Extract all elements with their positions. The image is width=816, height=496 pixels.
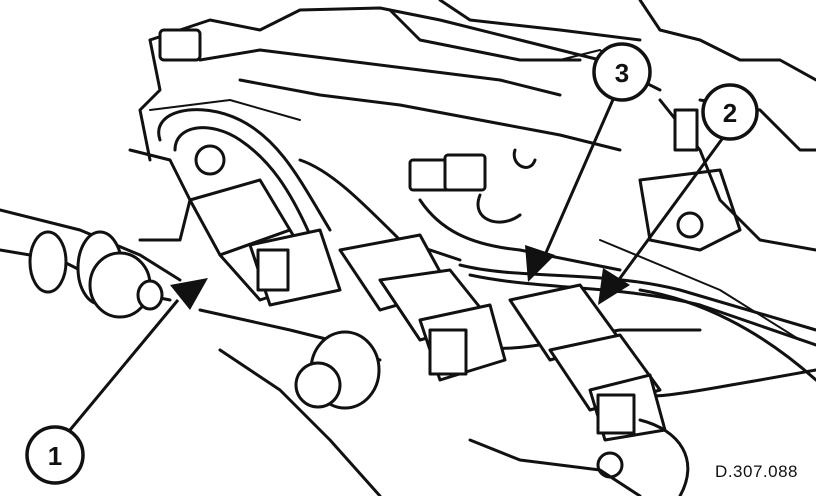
connector-middle: [338, 233, 507, 382]
callout-circle-1: [25, 425, 85, 485]
shaft-assembly: [0, 148, 192, 319]
callout-3: 3: [525, 42, 652, 282]
connector-left: [188, 178, 342, 307]
arrow-head-3: [525, 245, 555, 282]
arrow-head-2: [598, 268, 630, 305]
wiring-harness: [157, 108, 816, 398]
reference-code: D.307.088: [715, 462, 798, 481]
callout-label-1: 1: [48, 441, 62, 471]
callout-label-3: 3: [615, 58, 629, 88]
callout-2: 2: [598, 83, 759, 305]
callout-circle-3: [592, 42, 652, 102]
callout-1: 1: [25, 278, 208, 485]
lower-bracket: [198, 308, 690, 496]
arrow-head-1: [170, 278, 208, 310]
engine-casting: [138, 0, 816, 252]
callout-label-2: 2: [723, 98, 737, 128]
callout-circle-2: [701, 83, 759, 141]
connector-right: [508, 283, 667, 442]
